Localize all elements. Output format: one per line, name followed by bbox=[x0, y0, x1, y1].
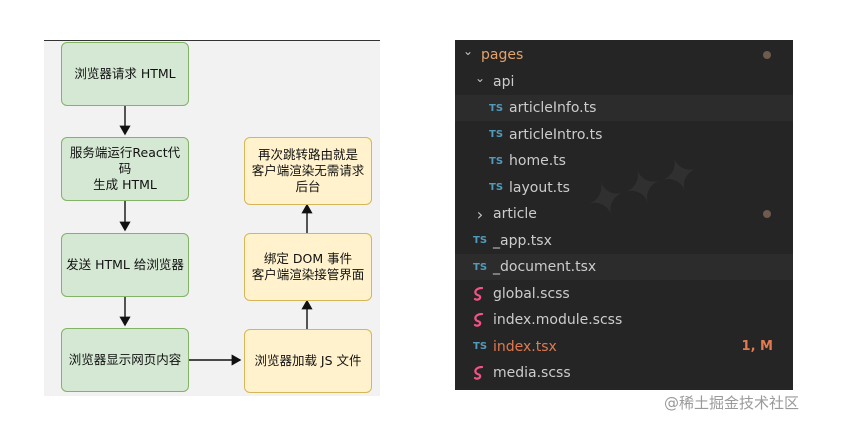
chevron-down-icon[interactable]: ⌄ bbox=[474, 70, 486, 85]
source-caption: @稀土掘金技术社区 bbox=[664, 394, 800, 412]
explorer-item-label: articleIntro.ts bbox=[509, 126, 603, 143]
typescript-file-icon: TS bbox=[473, 261, 488, 273]
flowchart-arrows bbox=[119, 106, 313, 366]
explorer-file[interactable]: media.scss bbox=[455, 360, 793, 386]
explorer-file[interactable]: TS home.ts bbox=[455, 148, 793, 174]
explorer-item-label: articleInfo.ts bbox=[509, 100, 597, 116]
typescript-file-icon: TS bbox=[489, 129, 504, 140]
typescript-file-icon: TS bbox=[489, 102, 504, 114]
chevron-down-icon[interactable]: ⌄ bbox=[462, 44, 474, 58]
node-send-html: 发送 HTML 给浏览器 bbox=[61, 233, 189, 297]
node-route-jump: 再次跳转路由就是 客户端渲染无需请求 后台 bbox=[244, 137, 372, 205]
sass-file-icon bbox=[473, 286, 493, 301]
typescript-file-icon: TS bbox=[489, 155, 504, 167]
explorer-file[interactable]: TS layout.ts bbox=[455, 175, 793, 201]
explorer-folder[interactable]: ⌄ api bbox=[455, 69, 793, 95]
explorer-folder[interactable]: › article bbox=[455, 201, 793, 227]
explorer-item-label: index.module.scss bbox=[493, 312, 623, 328]
explorer-folder[interactable]: ⌄ pages bbox=[455, 42, 793, 68]
explorer-item-label: global.scss bbox=[493, 285, 570, 302]
git-change-dot-icon bbox=[763, 210, 771, 218]
explorer-item-label: _app.tsx bbox=[493, 232, 552, 249]
explorer-file[interactable]: global.scss bbox=[455, 281, 793, 307]
explorer-file[interactable]: TS _app.tsx bbox=[455, 228, 793, 254]
node-bind-dom: 绑定 DOM 事件 客户端渲染接管界面 bbox=[244, 233, 372, 301]
explorer-item-label: article bbox=[493, 206, 537, 222]
explorer-file[interactable]: TS articleIntro.ts bbox=[455, 122, 793, 148]
node-load-js: 浏览器加载 JS 文件 bbox=[244, 329, 372, 393]
git-status-badge: 1, M bbox=[741, 339, 773, 354]
explorer-item-label: _document.tsx bbox=[493, 259, 597, 275]
node-browser-request: 浏览器请求 HTML bbox=[61, 42, 189, 106]
typescript-file-icon: TS bbox=[489, 182, 504, 193]
typescript-file-icon: TS bbox=[473, 235, 488, 246]
sass-file-icon bbox=[473, 366, 493, 380]
explorer-file[interactable]: index.module.scss bbox=[455, 307, 793, 333]
node-server-render: 服务端运行React代码 生成 HTML bbox=[61, 137, 189, 201]
explorer-item-label: pages bbox=[481, 47, 524, 63]
explorer-file[interactable]: TS articleInfo.ts bbox=[455, 95, 793, 121]
typescript-file-icon: TS bbox=[473, 341, 488, 352]
explorer-item-label: media.scss bbox=[493, 365, 571, 381]
explorer-item-label: index.tsx bbox=[493, 338, 557, 355]
explorer-file[interactable]: TS _document.tsx bbox=[455, 254, 793, 280]
explorer-file[interactable]: TS index.tsx 1, M bbox=[455, 334, 793, 360]
explorer-item-label: layout.ts bbox=[509, 179, 570, 196]
explorer-item-label: api bbox=[493, 73, 515, 90]
git-change-dot-icon bbox=[763, 51, 771, 59]
ssr-flowchart: 浏览器请求 HTML 服务端运行React代码 生成 HTML 发送 HTML … bbox=[0, 0, 400, 428]
node-show-content: 浏览器显示网页内容 bbox=[61, 328, 189, 392]
chevron-right-icon[interactable]: › bbox=[476, 204, 484, 224]
explorer-item-label: home.ts bbox=[509, 153, 566, 169]
sass-file-icon bbox=[473, 313, 493, 327]
